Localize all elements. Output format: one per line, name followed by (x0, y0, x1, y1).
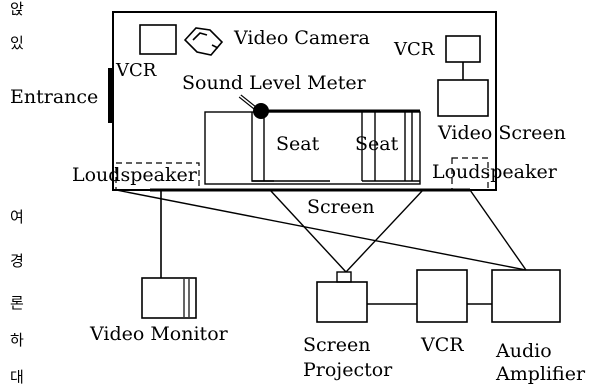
vcr-top-left-label: VCR (115, 60, 157, 81)
sound-level-meter-label: Sound Level Meter (182, 72, 367, 94)
projection-line-left (269, 189, 347, 273)
cable-right-speaker-to-amp (469, 189, 527, 271)
margin-text: 앉 있 여 경 론 하 대 (10, 0, 24, 386)
seat-left (251, 112, 330, 182)
screen-projector-label-line1: Screen (303, 334, 370, 356)
screen-projector-box (316, 281, 368, 323)
seat-right (361, 112, 420, 182)
video-screen-box (437, 79, 489, 117)
entrance-door (108, 68, 113, 123)
margin-char: 경 (10, 252, 24, 270)
margin-char: 있 (10, 34, 24, 52)
screen-projector-label-line2: Projector (303, 359, 393, 381)
cable-left-speaker-to-amp (115, 189, 527, 271)
seat-left-label: Seat (276, 133, 320, 155)
video-camera-label: Video Camera (233, 27, 370, 49)
projector-lens (336, 271, 352, 283)
margin-char: 론 (10, 294, 24, 312)
loudspeaker-right-label: Loudspeaker (432, 161, 558, 183)
audio-amplifier-label-line1: Audio (495, 340, 552, 362)
video-camera-icon (183, 27, 224, 56)
seating-area (204, 111, 421, 185)
video-monitor-label: Video Monitor (89, 323, 229, 345)
margin-char: 앉 (10, 0, 24, 18)
video-screen-label: Video Screen (437, 122, 566, 144)
vcr-bottom-box (416, 269, 468, 323)
screen-label: Screen (307, 196, 374, 218)
vcr-top-right-label: VCR (393, 39, 435, 60)
margin-char: 대 (10, 368, 24, 385)
vcr-bottom-label: VCR (420, 334, 464, 356)
vcr-top-right-box (445, 35, 481, 63)
audio-amplifier-box (491, 269, 561, 323)
audio-amplifier-label-line2: Amplifier (495, 363, 586, 385)
video-monitor-box (141, 277, 197, 319)
projection-line-right (345, 189, 424, 273)
loudspeaker-left-label: Loudspeaker (72, 164, 198, 186)
seat-right-label: Seat (355, 133, 399, 155)
margin-char: 하 (10, 331, 24, 349)
margin-char: 여 (10, 208, 24, 226)
entrance-label: Entrance (10, 86, 98, 108)
vcr-top-left-box (139, 24, 177, 55)
